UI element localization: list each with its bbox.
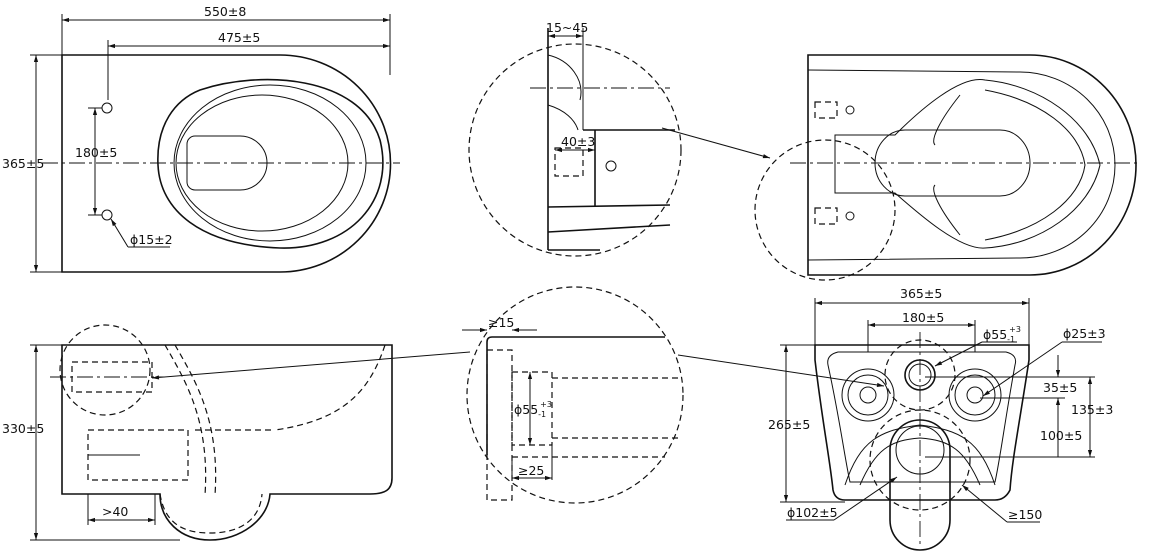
inlet-depth-label: ≥25 [518,463,544,478]
underside-view [754,54,1140,281]
overall-length-label: 550±8 [204,4,246,19]
bolt-hole-label: ϕ15±2 [130,232,173,247]
detail-top: 15~45 40±3 [468,20,771,257]
seat-length-label: 475±5 [218,30,260,45]
bolt-hole [101,209,113,221]
bolt-spacing-label: 180±5 [75,145,117,160]
rear-width-label: 365±5 [900,286,942,301]
bolt-to-outlet-label: 100±5 [1040,428,1082,443]
bolt-hole [101,102,113,114]
bolt-dia-label: ϕ25±3 [1063,326,1106,341]
detail-circle [468,43,682,257]
detail-inlet: ≥15 ϕ55-1+3 ≥25 [462,286,885,504]
side-view: 330±5 >40 [2,324,471,541]
outlet-min-label: >40 [102,504,128,519]
height-label: 330±5 [2,421,44,436]
inlet-dia-label: ϕ55-1+3 [514,400,552,419]
bolt-hole [966,386,984,404]
top-view-outline [61,54,392,273]
width-label: 365±5 [2,156,44,171]
rear-inlet-dia-label: ϕ55-1+3 [983,325,1021,344]
outlet [889,419,951,551]
rear-bolt-spacing-label: 180±5 [902,310,944,325]
inlet-offset-label: 35±5 [1043,380,1077,395]
wall-range-label: 15~45 [546,20,588,35]
rear-height-label: 265±5 [768,417,810,432]
bowl-rim [157,78,384,249]
detail-pointer [151,351,471,380]
outlet-min-label: ≥150 [1008,507,1042,522]
wall-min-label: ≥15 [488,315,514,330]
detail-pointer [677,354,885,388]
inlet-to-outlet-label: 135±3 [1071,402,1113,417]
outlet-dia-label: ϕ102±5 [787,505,838,520]
detail-pointer [661,127,771,159]
bolt-depth-label: 40±3 [561,134,595,149]
bolt-hole [859,386,877,404]
rear-view: 365±5 180±5 265±5 ϕ55-1+3 ϕ25±3 35±5 135… [768,286,1113,551]
top-view: 550±8 475±5 365±5 180±5 ϕ15±2 [2,4,400,273]
